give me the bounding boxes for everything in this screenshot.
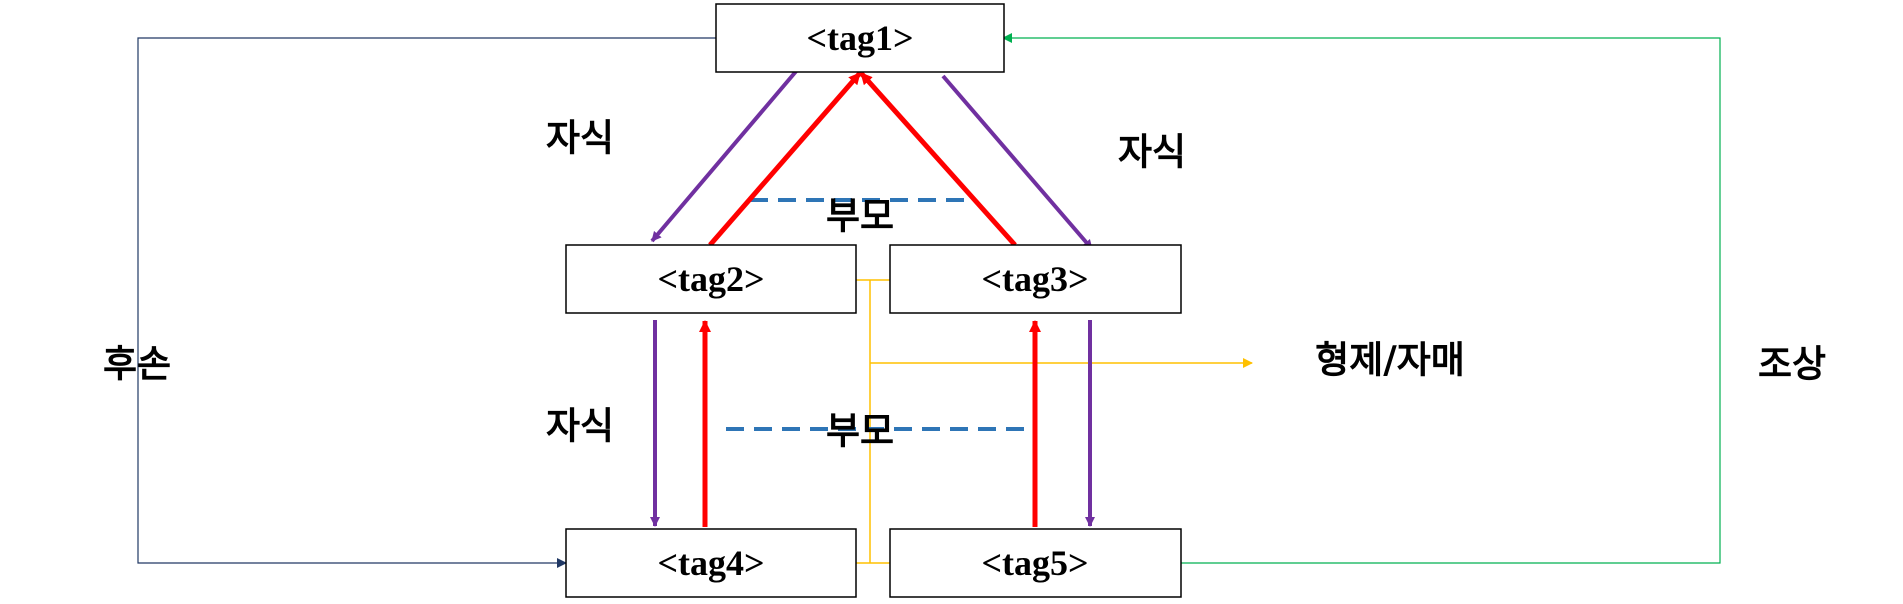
label-child-upper-right: 자식 [1118, 131, 1186, 174]
node-tag1-label: <tag1> [806, 18, 913, 58]
node-tag3-label: <tag3> [981, 259, 1088, 299]
descendant-connector [137, 37, 716, 568]
ancestor-connector [1002, 33, 1721, 564]
label-sibling: 형제/자매 [1315, 339, 1465, 382]
node-tag5-label: <tag5> [981, 543, 1088, 583]
node-tag4-label: <tag4> [657, 543, 764, 583]
child-arrow-tag1-tag3 [941, 74, 1094, 251]
label-parent-upper: 부모 [826, 195, 894, 238]
label-child-upper-left: 자식 [546, 117, 614, 160]
node-tag1: <tag1> [715, 3, 1005, 73]
node-tag4: <tag4> [565, 528, 857, 598]
label-child-lower: 자식 [546, 405, 614, 448]
parent-arrow-tag2-tag1 [708, 71, 862, 247]
label-parent-lower: 부모 [826, 410, 894, 453]
label-ancestor: 조상 [1758, 343, 1826, 386]
child-arrow-tag1-tag2 [650, 67, 800, 243]
parent-arrow-tag3-tag1 [859, 71, 1017, 247]
label-descendant: 후손 [103, 343, 171, 386]
node-tag3: <tag3> [889, 244, 1182, 314]
node-tag5: <tag5> [889, 528, 1182, 598]
node-tag2: <tag2> [565, 244, 857, 314]
node-tag2-label: <tag2> [657, 259, 764, 299]
